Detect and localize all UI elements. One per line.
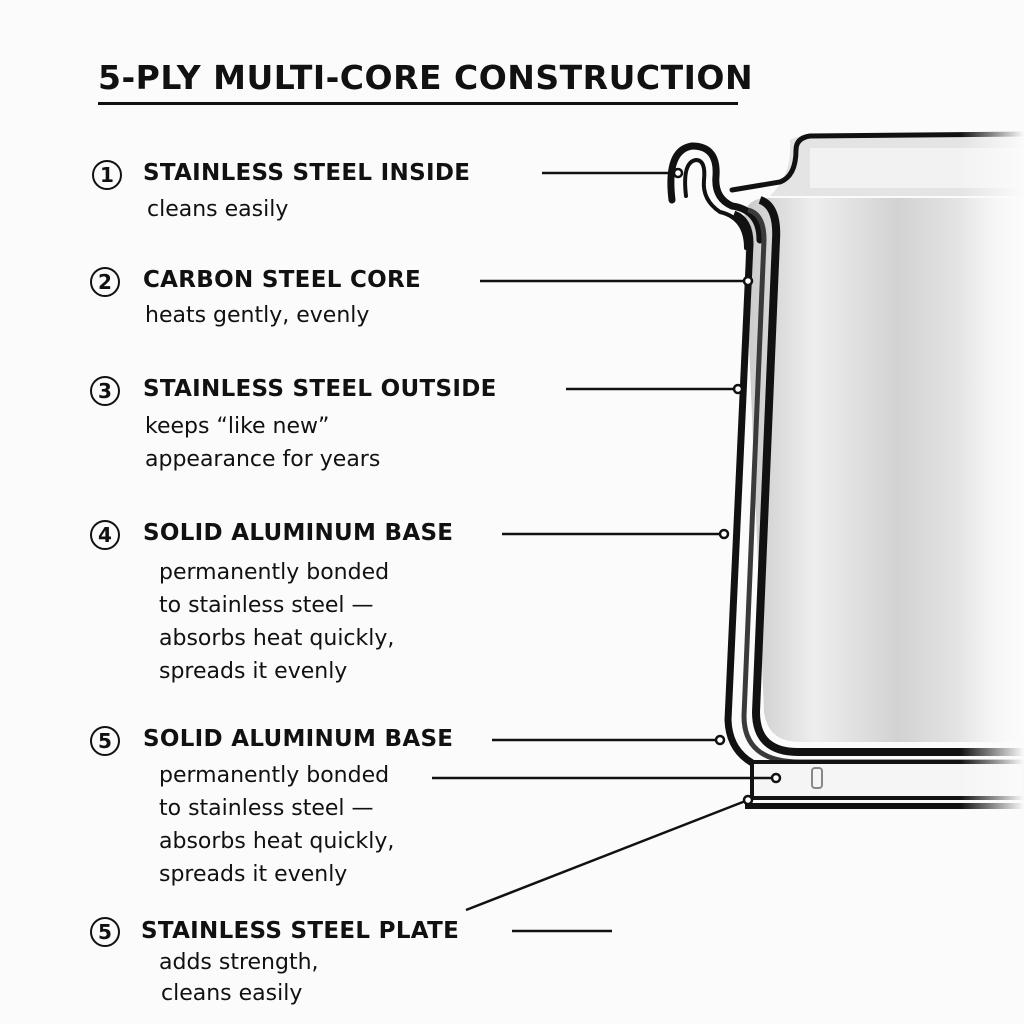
layer-2-number: 2 (90, 267, 120, 297)
rim-curl (729, 131, 1024, 193)
leader-dots (672, 167, 782, 806)
layer-2-heading: CARBON STEEL CORE (143, 267, 422, 293)
layer-5a-description: permanently bonded to stainless steel — … (159, 763, 395, 887)
base-aluminum (750, 760, 1024, 800)
layer-3-number: 3 (90, 376, 120, 406)
layer-4-description: permanently bonded to stainless steel — … (159, 560, 395, 684)
layer-5b-description: adds strength, cleans easily (159, 950, 319, 1006)
layer-5a-heading: SOLID ALUMINUM BASE (143, 726, 454, 752)
layer-4-heading: SOLID ALUMINUM BASE (143, 520, 454, 546)
rim-hook (667, 142, 764, 244)
layer-3-description: keeps “like new” appearance for years (145, 414, 381, 472)
layer-5b-number: 5 (90, 917, 120, 947)
wall-outer-layer (751, 196, 1024, 756)
leader-lines (432, 171, 776, 933)
layer-5a-number: 5 (90, 726, 120, 756)
pan-interior (744, 198, 1024, 742)
title-underline (98, 102, 738, 105)
layer-1-description: cleans easily (147, 197, 289, 222)
layer-5b-heading: STAINLESS STEEL PLATE (141, 918, 460, 944)
layer-3-heading: STAINLESS STEEL OUTSIDE (143, 376, 497, 402)
layer-1-number: 1 (92, 160, 122, 190)
layer-4-number: 4 (90, 520, 120, 550)
layer-1-heading: STAINLESS STEEL INSIDE (143, 160, 471, 186)
layer-2-description: heats gently, evenly (145, 303, 370, 328)
page-title: 5-PLY MULTI-CORE CONSTRUCTION (98, 58, 754, 97)
